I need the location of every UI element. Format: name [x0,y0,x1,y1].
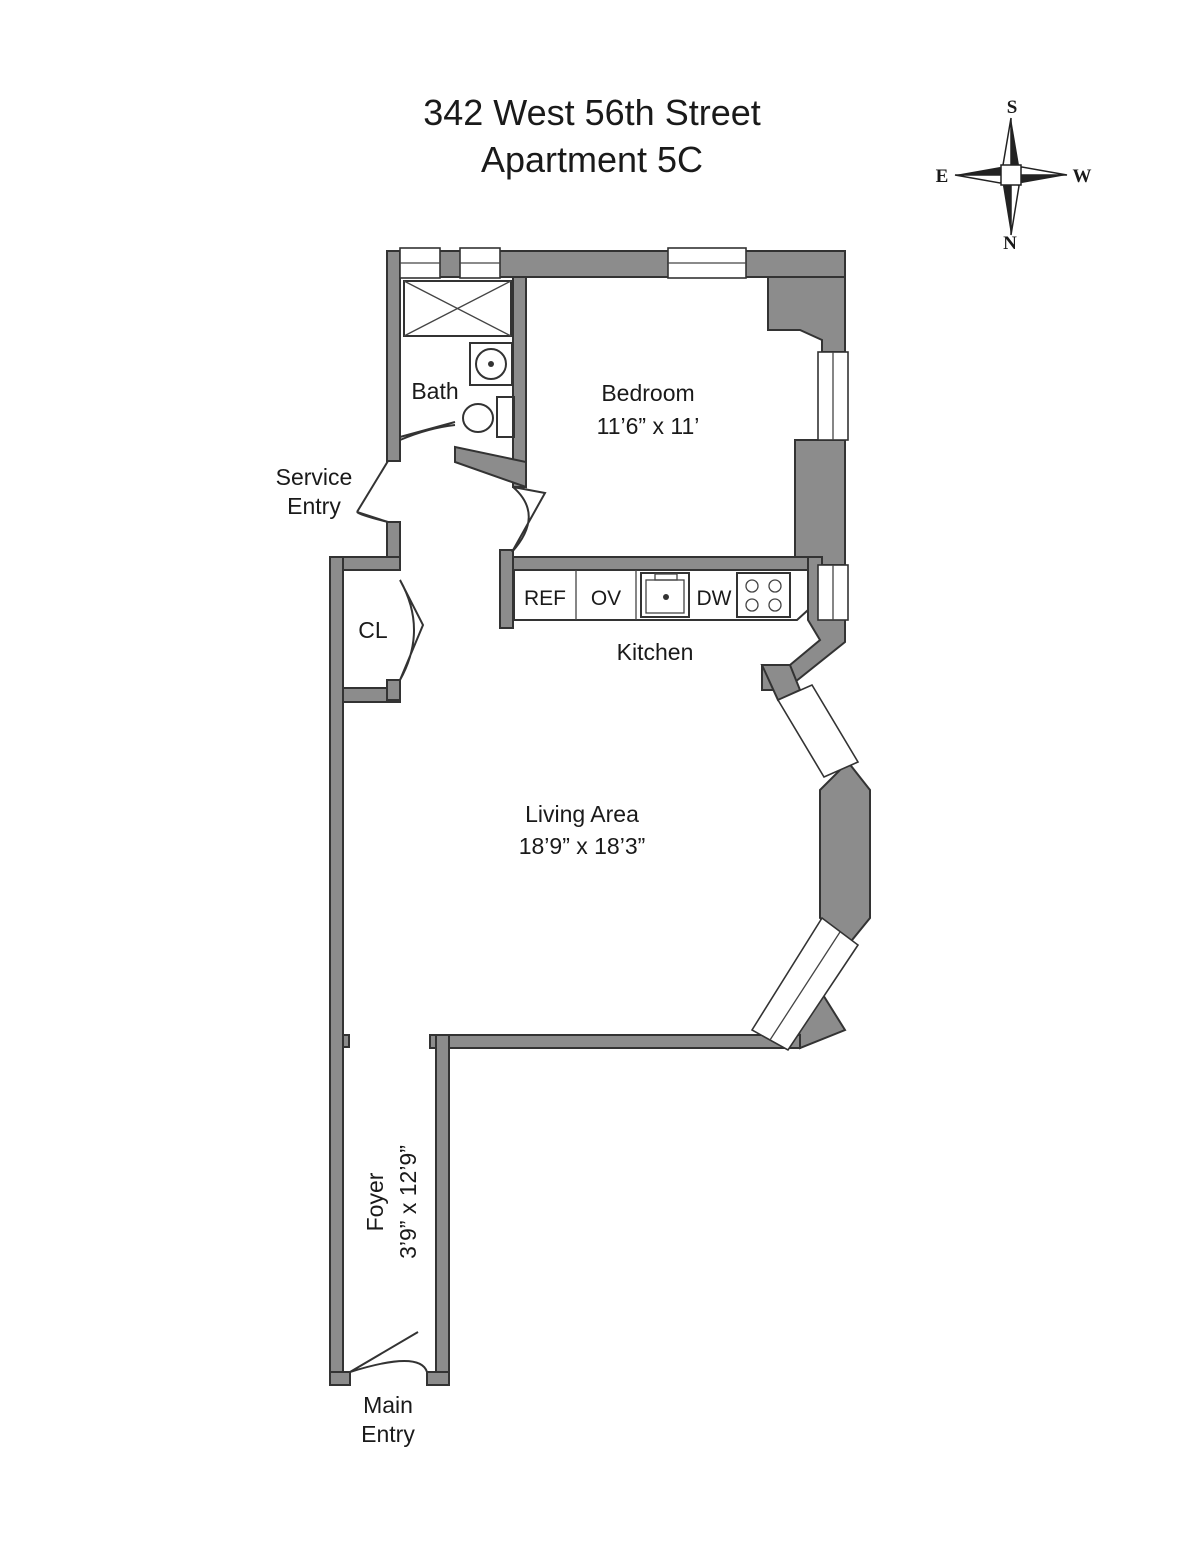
bath-label: Bath [411,378,458,404]
compass-west-label: W [1073,166,1092,187]
compass-north-label: N [1003,233,1017,254]
kitchen-cabinetry [513,570,809,621]
doors [349,421,547,1373]
bedroom-dimensions: 11’6” x 11’ [597,413,700,439]
service-entry-label: Service [276,464,353,490]
compass-rose-icon [954,117,1068,236]
bedroom-label: Bedroom [601,380,694,406]
compass-south-label: S [1007,97,1018,118]
service-entry-label-line2: Entry [287,493,341,519]
address-title: 342 West 56th Street [423,92,761,133]
main-entry-label: Main [363,1392,413,1418]
foyer-dimensions: 3’9” x 12’9” [395,1145,421,1259]
oven-label: OV [591,587,621,610]
apartment-title: Apartment 5C [481,139,703,180]
dishwasher-label: DW [697,587,732,610]
compass-east-label: E [936,166,949,187]
living-area-dimensions: 18’9” x 18’3” [519,833,646,859]
refrigerator-label: REF [524,587,566,610]
bath-fixtures [403,280,515,438]
kitchen-label: Kitchen [617,639,694,665]
windows [399,247,860,1052]
closet-label: CL [358,617,388,643]
foyer-label: Foyer [362,1172,388,1231]
main-entry-label-line2: Entry [361,1421,415,1447]
living-area-label: Living Area [525,801,639,827]
